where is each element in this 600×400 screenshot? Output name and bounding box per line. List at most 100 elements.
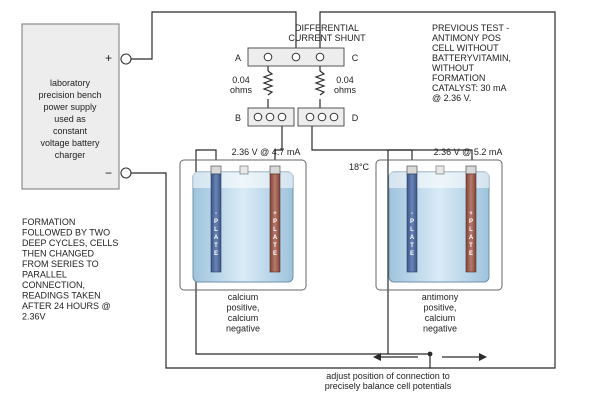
plate-letter: E: [469, 251, 473, 257]
right-cell-caption-line: positive,: [423, 303, 456, 313]
right-cell-caption-line: negative: [423, 324, 457, 334]
left-cell-reading: 2.36 V @ 4.7 mA: [232, 147, 301, 157]
plate-letter: L: [469, 227, 473, 233]
left-vent-cap: [239, 165, 249, 175]
resistor-right-value: 0.04: [336, 75, 354, 85]
previous-test-note-line: CATALYST: 30 mA: [432, 83, 507, 93]
wire-right-negative: [387, 149, 413, 354]
plate-letter: T: [410, 243, 414, 249]
power-supply-label-line: used as: [54, 114, 86, 124]
previous-test-note-line: CELL WITHOUT: [432, 43, 499, 53]
plus-sign: +: [105, 51, 112, 65]
plate-letter: E: [410, 251, 414, 257]
formation-note-line: FORMATION: [22, 217, 75, 227]
right-vent-cap: [435, 165, 445, 175]
formation-note-line: AFTER 24 HOURS @: [22, 301, 111, 311]
formation-note-line: DEEP CYCLES, CELLS: [22, 238, 118, 248]
plate-letter: E: [273, 251, 277, 257]
left-positive-post: [269, 165, 281, 175]
power-supply-label-line: charger: [55, 150, 86, 160]
formation-note-line: CONNECTION,: [22, 280, 85, 290]
plate-letter: A: [214, 235, 219, 241]
resistor-right: [314, 70, 326, 96]
power-supply-label-line: constant: [53, 126, 88, 136]
power-supply-label-line: precision bench: [38, 90, 101, 100]
plate-letter: T: [469, 243, 473, 249]
power-supply-label-line: laboratory: [50, 78, 91, 88]
shunt-title-line: DIFFERENTIAL: [295, 23, 359, 33]
right-positive-post: [465, 165, 477, 175]
power-supply-box: [21, 23, 120, 190]
left-negative-post: [210, 165, 222, 175]
formation-note-line: READINGS TAKEN: [22, 291, 101, 301]
right-cell-frame: [375, 159, 503, 291]
label-d: D: [352, 113, 359, 123]
previous-test-note-line: BATTERYVITAMIN,: [432, 53, 511, 63]
minus-terminal: [120, 167, 132, 179]
plate-letter: P: [214, 219, 218, 225]
plate-letter: P: [273, 219, 277, 225]
wire-shunt-left-cell: [274, 126, 283, 160]
label-b: B: [235, 113, 241, 123]
right-positive-plate: [465, 173, 477, 273]
left-negative-plate: [210, 173, 222, 273]
plate-letter: L: [273, 227, 277, 233]
plate-letter: A: [273, 235, 278, 241]
power-supply-label-line: power supply: [43, 102, 97, 112]
power-supply: laboratory precision bench power supply use…: [21, 23, 132, 190]
plate-letter: T: [273, 243, 277, 249]
plate-letter: A: [410, 235, 415, 241]
terminal-d-3: [329, 112, 339, 122]
shunt-title-line: CURRENT SHUNT: [288, 33, 366, 43]
plate-letter: E: [214, 251, 218, 257]
terminal-c: [315, 52, 325, 62]
plate-letter: -: [411, 211, 413, 217]
label-a: A: [235, 53, 241, 63]
previous-test-note-line: ANTIMONY POS: [432, 33, 501, 43]
plate-letter: L: [410, 227, 414, 233]
formation-note-line: FROM SERIES TO: [22, 259, 99, 269]
formation-note-line: 2.36V: [22, 312, 46, 322]
adjust-note-line: precisely balance cell potentials: [325, 381, 452, 391]
plate-letter: -: [215, 211, 217, 217]
plate-letter: P: [410, 219, 414, 225]
resistor-left: [262, 70, 274, 96]
label-c: C: [352, 53, 359, 63]
power-supply-label-line: voltage battery: [40, 138, 100, 148]
right-cell-caption-line: calcium: [425, 313, 456, 323]
left-cell-caption-line: negative: [226, 324, 260, 334]
plate-letter: P: [469, 219, 473, 225]
junction-dot: [427, 351, 433, 357]
adjust-note-line: adjust position of connection to: [326, 371, 450, 381]
previous-test-note-line: FORMATION: [432, 73, 485, 83]
previous-test-note-line: WITHOUT: [432, 63, 474, 73]
formation-note-line: THEN CHANGED: [22, 249, 95, 259]
left-cell-caption-line: calcium: [228, 292, 259, 302]
terminal-a: [263, 52, 273, 62]
right-negative-post: [406, 165, 418, 175]
terminal-b-1: [253, 112, 263, 122]
minus-sign: −: [105, 166, 112, 180]
plate-letter: T: [214, 243, 218, 249]
wiring: [131, 11, 556, 369]
right-negative-plate: [406, 173, 418, 273]
left-cell-caption-line: positive,: [226, 303, 259, 313]
wire-return-right: [319, 11, 556, 369]
right-cell-caption-line: antimony: [422, 292, 459, 302]
plate-letter: +: [273, 211, 277, 217]
terminal-b-3: [277, 112, 287, 122]
